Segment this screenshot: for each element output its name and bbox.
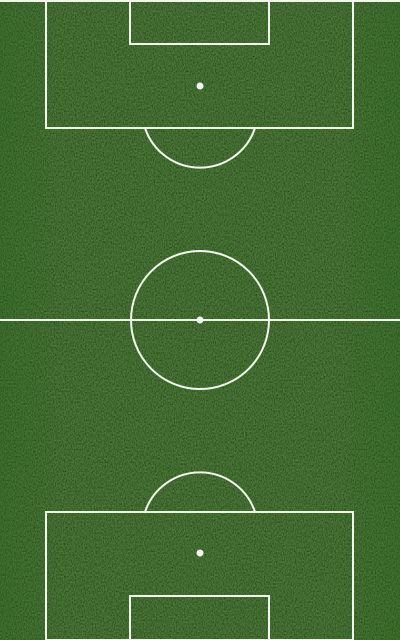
bottom-penalty-box	[45, 511, 354, 640]
bottom-goal-box	[129, 595, 270, 640]
top-penalty-spot	[196, 82, 204, 90]
top-goal-box	[129, 0, 270, 45]
center-circle	[130, 250, 270, 390]
bottom-penalty-arc	[144, 471, 256, 513]
bottom-penalty-spot	[196, 549, 204, 557]
pitch-spots	[196, 82, 204, 557]
top-penalty-arc	[144, 127, 256, 169]
center-spot	[196, 316, 204, 324]
